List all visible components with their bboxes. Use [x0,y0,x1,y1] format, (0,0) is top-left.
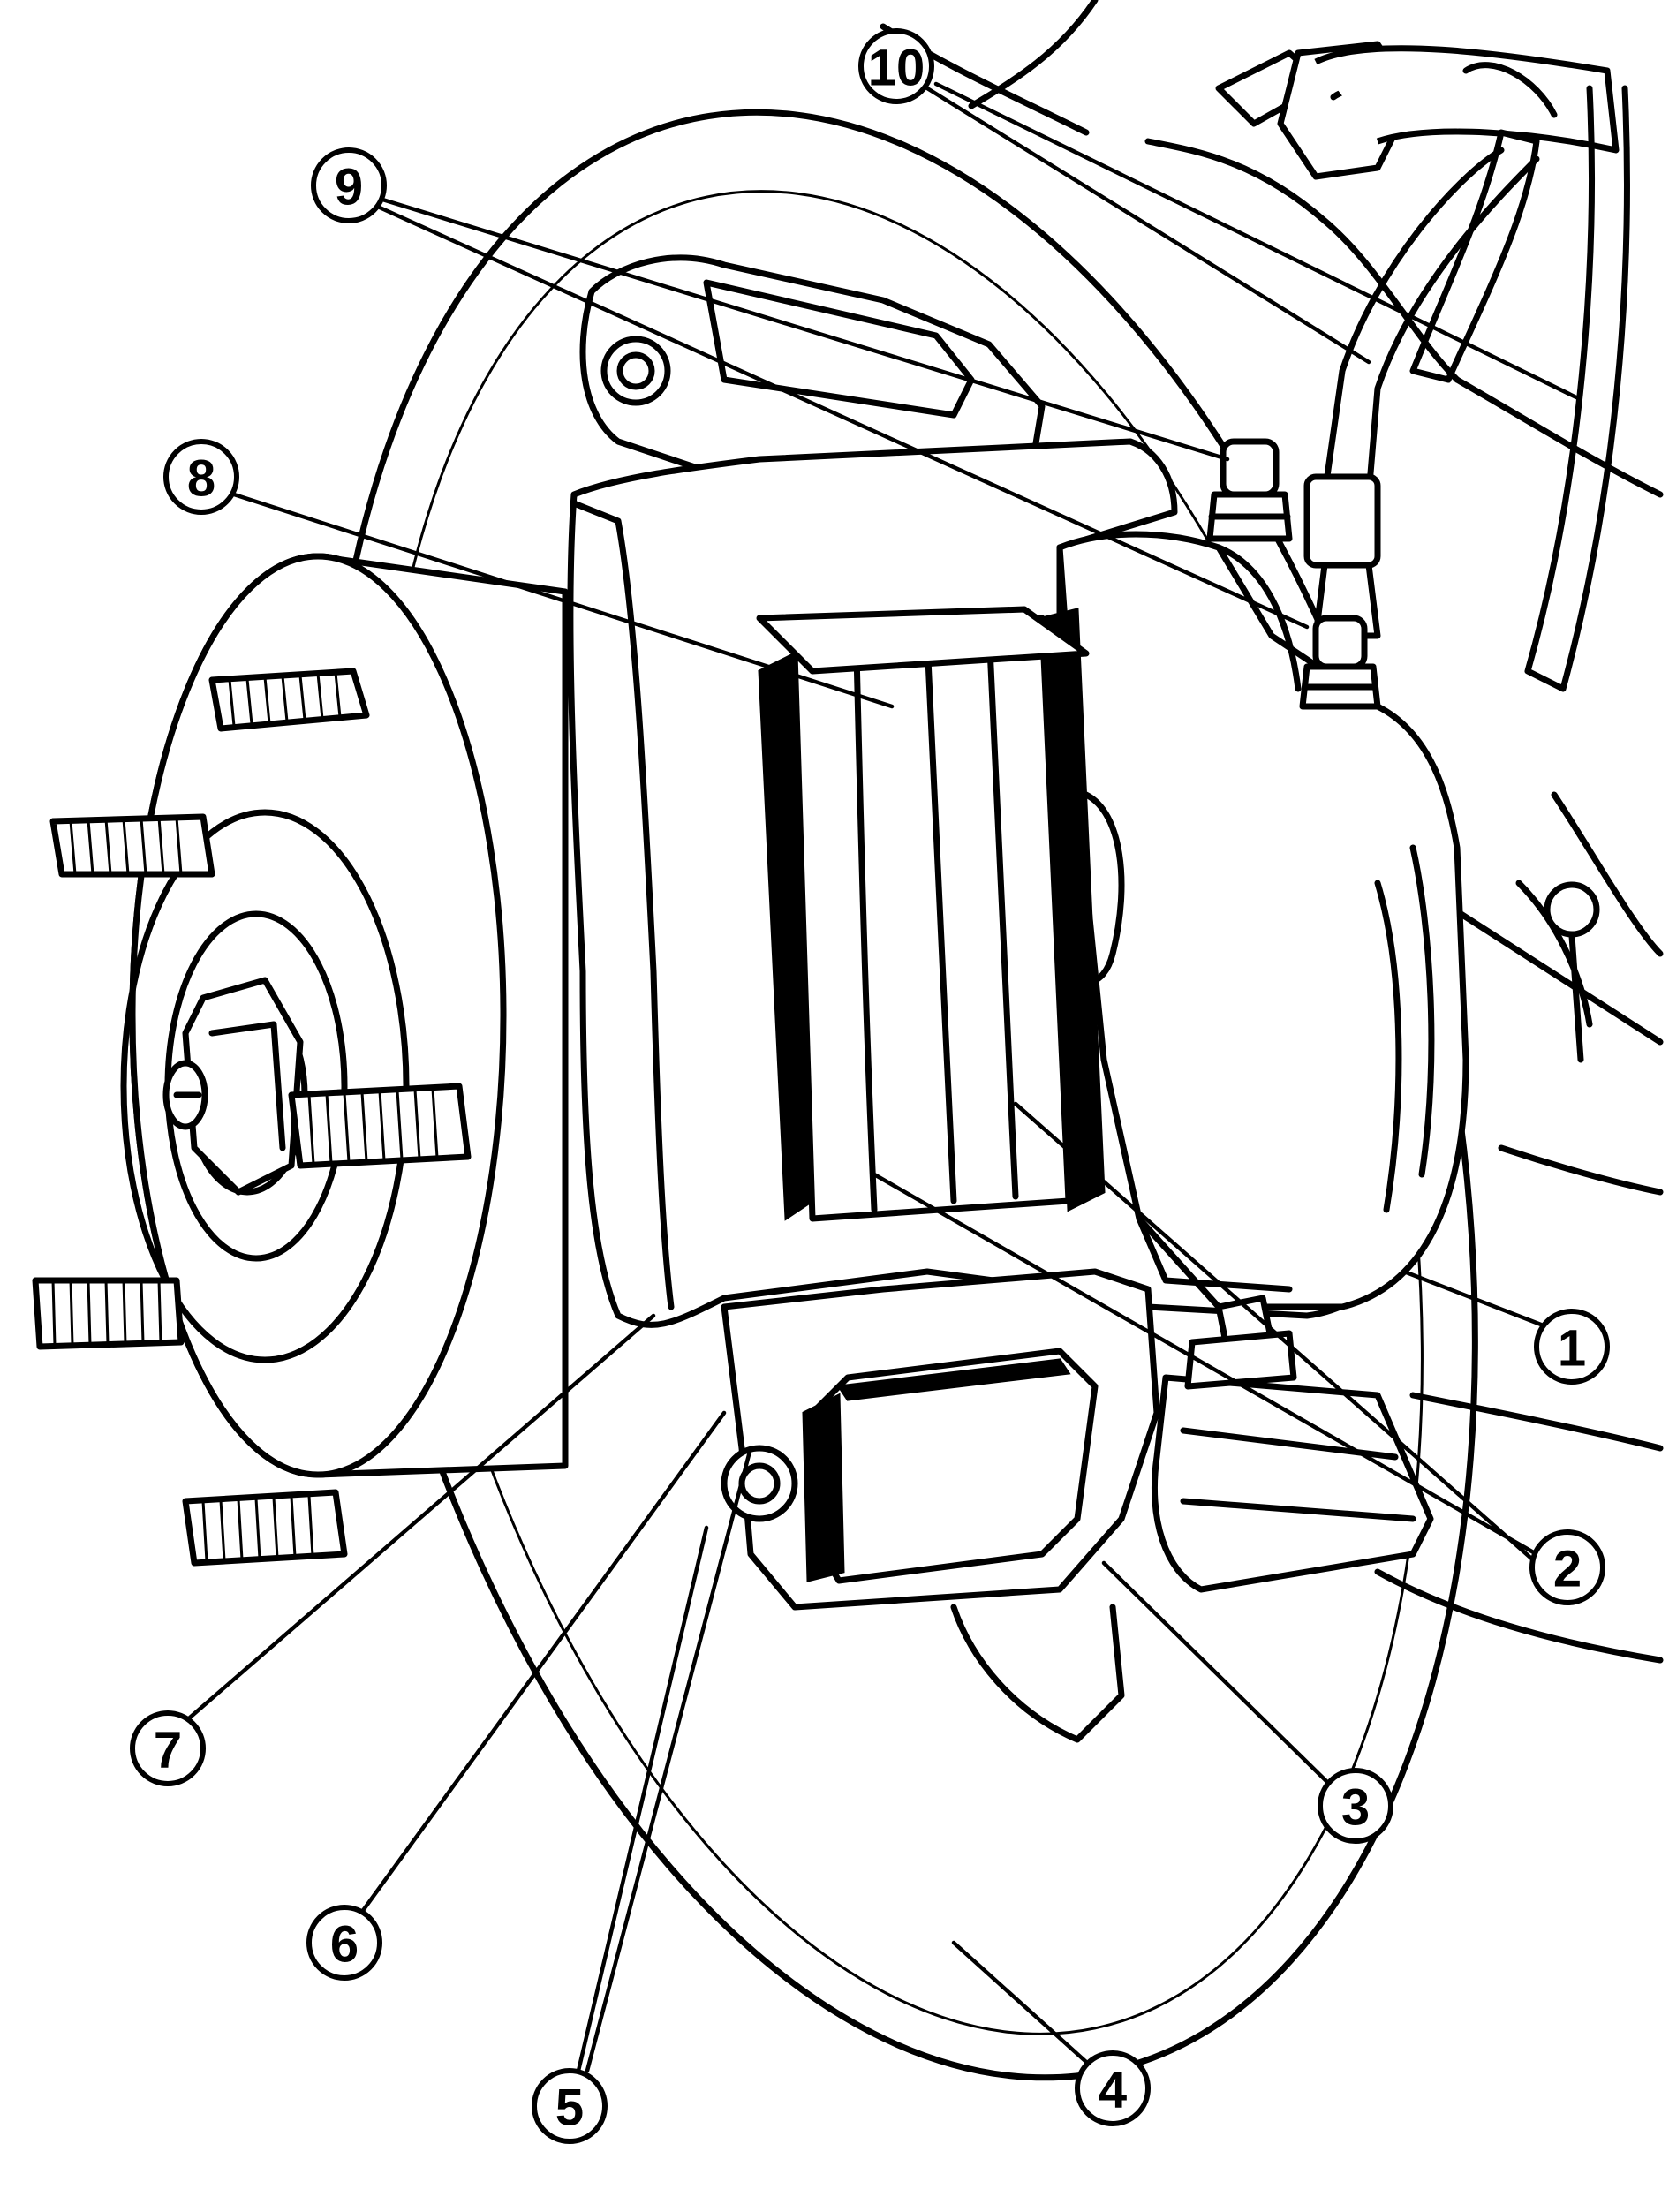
callout-leader-2-2 [1013,1101,1539,1566]
wheel-studs [32,668,472,1567]
hub-nut [162,977,304,1196]
callout-circle-10 [858,28,934,104]
callout-leader-4-1 [951,1940,1089,2065]
callout-circle-5 [532,2068,608,2144]
callout-circle-6 [306,1905,382,1981]
callout-circle-1 [1534,1309,1610,1385]
callout-number-2: 2 [1553,1541,1582,1598]
callout-4: 4 [1075,2050,1151,2126]
callout-circle-2 [1529,1529,1605,1605]
callout-number-8: 8 [187,450,215,508]
callout-number-5: 5 [555,2080,584,2137]
callout-number-6: 6 [330,1916,359,1974]
callout-leader-3-1 [1101,1560,1332,1786]
callout-5: 5 [532,2068,608,2144]
callout-leader-7-1 [187,1313,656,1720]
callout-leader-10-2 [933,81,1579,400]
caliper-cylinder [1056,531,1469,1310]
callout-number-9: 9 [335,159,363,216]
callout-labels: 1 2 3 4 5 6 7 8 9 10 [130,28,1610,2144]
caliper-bracket-lower [721,1268,1160,1611]
callout-leader-9-1 [377,196,1230,462]
callout-2: 2 [1529,1529,1605,1605]
callout-circle-8 [163,439,239,515]
callout-leader-2-1 [872,1172,1539,1557]
callout-leader-8-1 [231,492,895,709]
callout-number-3: 3 [1341,1779,1370,1837]
callout-leader-5-2 [585,1446,753,2073]
callout-leader-10-1 [925,86,1371,365]
callout-leader-5-1 [576,1525,709,2073]
callout-number-4: 4 [1099,2062,1127,2119]
bleed-nipples [1206,438,1381,710]
callout-number-7: 7 [154,1722,182,1779]
callout-1: 1 [1534,1309,1610,1385]
callout-circle-3 [1318,1768,1393,1844]
callout-circle-9 [311,147,387,223]
callout-9: 9 [311,147,387,223]
callout-leader-1-1 [1401,1269,1544,1327]
callout-leader-6-1 [359,1410,727,1914]
callout-3: 3 [1318,1768,1393,1844]
callout-6: 6 [306,1905,382,1981]
callout-circle-4 [1075,2050,1151,2126]
callout-number-10: 10 [868,40,925,97]
callout-number-1: 1 [1558,1320,1586,1378]
wheel-hub [120,553,569,1478]
callout-leader-9-2 [377,205,1310,630]
callout-7: 7 [130,1710,206,1786]
callout-10: 10 [858,28,934,104]
callout-circle-7 [130,1710,206,1786]
brake-pads [756,606,1125,1222]
callout-leaders [187,81,1579,2073]
dust-shield [950,1604,1125,1743]
callout-8: 8 [163,439,239,515]
